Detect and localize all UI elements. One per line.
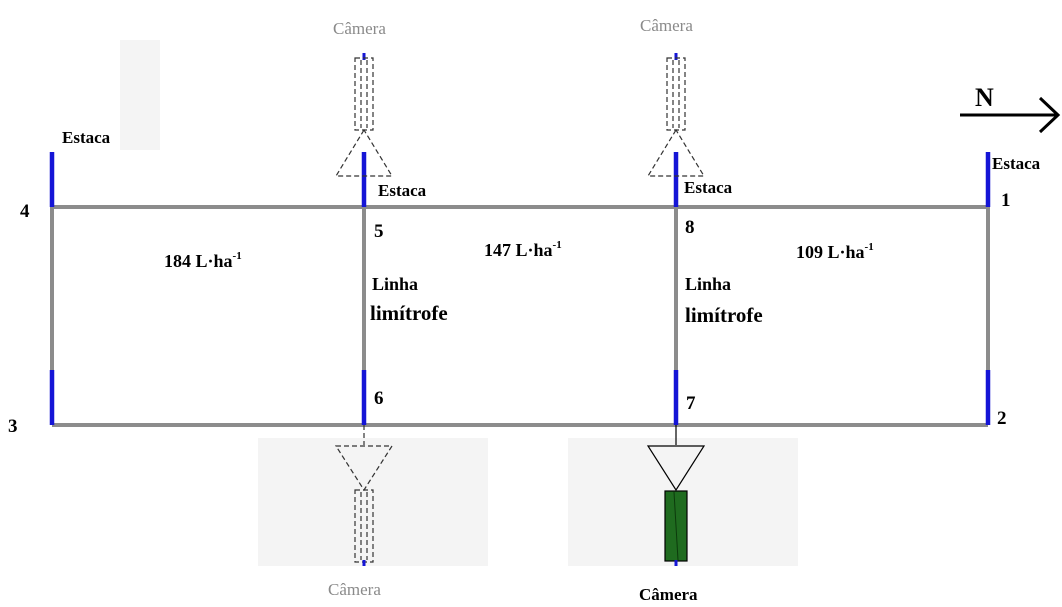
stake-label-mid-right: Estaca <box>684 178 733 197</box>
point-6: 6 <box>374 388 384 409</box>
rate-label-east: 109 L·ha-1 <box>796 241 874 262</box>
boundary-left-line1: Linha <box>372 274 418 294</box>
rate-label-center: 147 L·ha-1 <box>484 239 562 260</box>
camera-body <box>354 57 374 131</box>
camera-view-cone <box>334 445 394 492</box>
boundary-right-line2: limítrofe <box>685 303 763 327</box>
camera-body <box>666 57 686 131</box>
camera-view-cone <box>646 445 706 492</box>
camera-bottom-left <box>334 425 394 566</box>
stake-label-mid-left: Estaca <box>378 181 427 200</box>
north-arrow: N <box>960 83 1061 134</box>
rate-label-west: 184 L·ha-1 <box>164 250 242 271</box>
camera-label-bottom-left: Câmera <box>328 580 381 599</box>
point-8: 8 <box>685 217 695 238</box>
north-label: N <box>975 83 994 112</box>
stake-label-left: Estaca <box>62 128 111 147</box>
stake-label-right: Estaca <box>992 154 1041 173</box>
camera-top-left <box>334 53 394 177</box>
camera-view-cone <box>334 128 394 177</box>
shading-patch <box>120 40 160 150</box>
corner-3: 3 <box>8 416 18 437</box>
corner-4: 4 <box>20 201 30 222</box>
point-7: 7 <box>686 393 696 414</box>
camera-top-right <box>646 53 706 177</box>
corner-2: 2 <box>997 408 1007 429</box>
corner-1: 1 <box>1001 190 1011 211</box>
camera-bottom-right <box>646 425 706 566</box>
point-5: 5 <box>374 221 384 242</box>
camera-label-top-left: Câmera <box>333 19 386 38</box>
boundary-right-line1: Linha <box>685 274 731 294</box>
camera-label-top-right: Câmera <box>640 16 693 35</box>
stakes <box>49 152 991 425</box>
camera-view-cone <box>646 128 706 177</box>
boundary-left-line2: limítrofe <box>370 301 448 325</box>
camera-label-bottom-right: Câmera <box>639 585 698 604</box>
